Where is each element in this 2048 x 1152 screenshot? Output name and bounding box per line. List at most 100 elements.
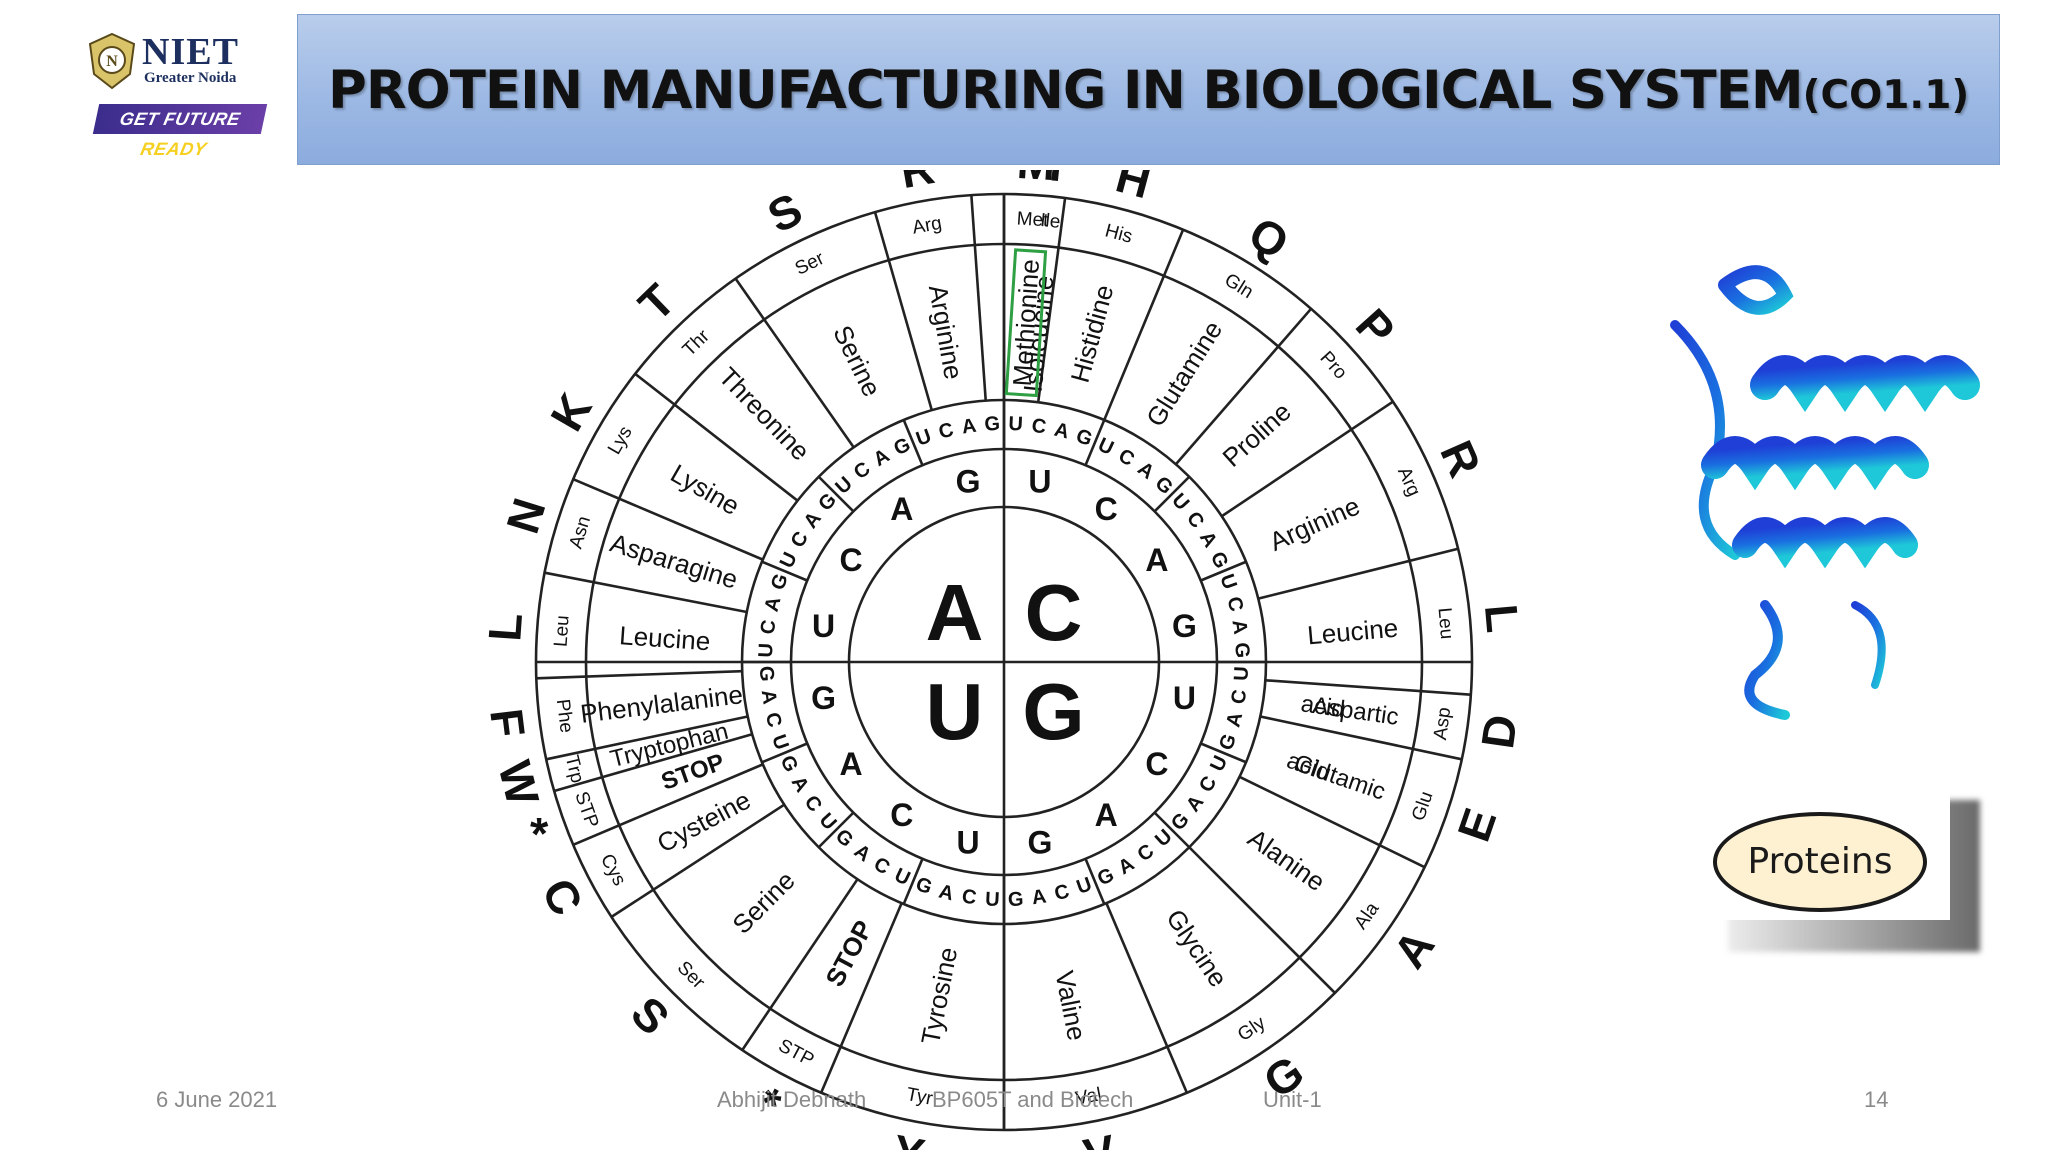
divider-amino-sector (1238, 775, 1426, 869)
third-base-letter: C (1133, 840, 1158, 866)
third-base-letter: A (787, 773, 813, 797)
amino-acid-letter: L (1475, 602, 1529, 635)
divider-second-base (1084, 419, 1106, 466)
amino-acid-name: Glycine (1160, 904, 1233, 993)
amino-acid-name: Tyrosine (915, 945, 963, 1047)
amino-acid-name: Arginine (923, 283, 969, 382)
amino-acid-name: Threonine (713, 361, 816, 466)
amino-acid-letter: R (1430, 433, 1491, 485)
amino-acid-letter: T (628, 274, 684, 331)
third-base-letter: G (1167, 809, 1194, 835)
third-base-letter: A (1133, 458, 1158, 484)
amino-acid-abbreviation: Leu (550, 615, 573, 648)
amino-acid-letter: M (1015, 170, 1057, 190)
amino-acid-name: Cysteine (652, 785, 755, 859)
third-base-letter: C (800, 791, 826, 816)
amino-acid-abbreviation: Gln (1221, 270, 1257, 303)
amino-acid-letter: W (488, 756, 549, 811)
second-base-letter: C (1095, 491, 1118, 527)
third-base-letter: A (870, 445, 894, 471)
third-base-letter: G (913, 873, 935, 899)
title-banner: PROTEIN MANUFACTURING IN BIOLOGICAL SYST… (297, 14, 2000, 165)
divider-amino-sector (1220, 400, 1394, 518)
third-base-letter: A (850, 840, 875, 866)
third-base-letter: C (1030, 415, 1048, 439)
third-base-letter: A (761, 595, 786, 614)
amino-acid-abbreviation: Arg (1393, 464, 1424, 500)
third-base-letter: A (1115, 853, 1139, 879)
divider-amino-sector (819, 902, 903, 1094)
amino-acid-abbreviation: Glu (1408, 789, 1437, 824)
second-base-letter: G (1027, 824, 1052, 860)
amino-acid-abbreviation: STP (775, 1035, 817, 1071)
center-base-letter: C (1025, 568, 1083, 657)
second-base-letter: A (890, 491, 913, 527)
second-base-letter: G (811, 680, 836, 716)
third-base-letter: C (787, 528, 813, 552)
amino-acid-letter: N (496, 492, 555, 539)
third-base-letter: G (1151, 472, 1177, 499)
third-base-letter: G (767, 571, 793, 593)
divider-second-base (817, 475, 855, 513)
third-base-letter: U (755, 643, 778, 659)
amino-acid-letter: Q (1240, 206, 1298, 269)
amino-acid-abbreviation: Met (1016, 208, 1050, 231)
niet-logo: N NIET Greater Noida GET FUTURE READY (80, 26, 270, 159)
divider-amino-sector (545, 715, 748, 761)
logo-subtitle: Greater Noida (144, 70, 237, 86)
third-base-letter: C (1227, 688, 1251, 706)
second-base-letter: G (1172, 608, 1197, 644)
logo-name: NIET (142, 31, 239, 73)
amino-acid-letter: * (505, 812, 560, 846)
third-base-letter: A (1182, 791, 1208, 816)
third-base-letter: C (1052, 880, 1071, 905)
amino-acid-name: Arginine (1265, 491, 1364, 557)
third-base-letter: A (960, 415, 978, 439)
third-base-letter: C (1182, 508, 1208, 533)
third-base-letter: C (761, 710, 786, 729)
amino-acid-letter: D (1471, 712, 1527, 752)
second-base-letter: A (839, 746, 862, 782)
third-base-letter: C (960, 885, 978, 909)
divider-second-base (1153, 475, 1191, 513)
center-base-letter: U (926, 667, 984, 756)
amino-acid-name: Proline (1217, 396, 1297, 472)
amino-acid-abbreviation: Gly (1234, 1012, 1270, 1046)
protein-structure-image (1670, 265, 1980, 720)
amino-acid-abbreviation: STP (570, 789, 602, 831)
third-base-letter: A (1052, 419, 1071, 444)
divider-amino-sector (544, 571, 748, 614)
divider-second-base (1084, 858, 1106, 905)
third-base-letter: G (1007, 888, 1024, 911)
divider-amino-sector (741, 878, 859, 1051)
second-base-letter: C (1145, 746, 1168, 782)
footer-author: Abhijit Debnath (717, 1087, 867, 1112)
divider-amino-sector (1257, 547, 1459, 600)
amino-acid-abbreviation: Asn (566, 514, 596, 551)
amino-acid-name: Valine (1049, 968, 1092, 1043)
amino-acid-letter: E (1447, 802, 1506, 848)
divider-amino-sector (1265, 678, 1471, 696)
third-base-letter: U (1230, 666, 1253, 682)
amino-acid-abbreviation: Ile (1039, 210, 1061, 233)
amino-acid-letter: L (478, 611, 532, 643)
amino-acid-letter: F (480, 706, 535, 740)
third-base-letter: G (831, 825, 857, 852)
third-base-letter: G (984, 413, 1001, 436)
amino-acid-letter: R (896, 170, 938, 198)
third-base-letter: C (1222, 594, 1247, 613)
amino-acid-letter: C (532, 870, 594, 924)
divider-amino-sector (610, 803, 785, 918)
slide-title-code: (CO1.1) (1802, 73, 1970, 118)
third-base-letter: C (936, 419, 955, 444)
amino-acid-name: Serine (827, 321, 887, 402)
third-base-letter: C (850, 458, 875, 484)
amino-acid-name: Alanine (1242, 823, 1330, 897)
divider-amino-sector (1036, 197, 1067, 403)
amino-acid-name: acid (1299, 690, 1346, 723)
third-base-letter: G (1073, 425, 1095, 451)
third-base-letter: U (913, 425, 934, 451)
third-base-letter: A (800, 508, 826, 533)
slide-title: PROTEIN MANUFACTURING IN BIOLOGICAL SYST… (328, 15, 1978, 166)
